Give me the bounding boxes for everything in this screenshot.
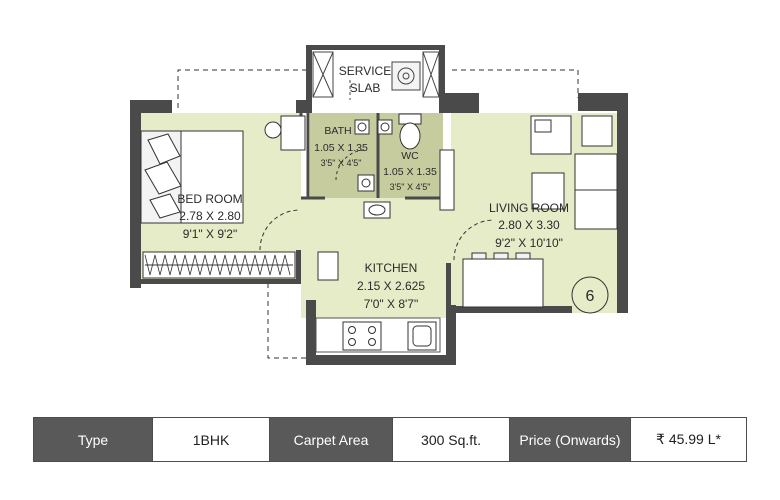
bedroom-imperial: 9'1" X 9'2" [183, 227, 237, 241]
type-label: Type [34, 418, 152, 461]
bedroom-furniture [140, 115, 306, 279]
bath-metric: 1.05 X 1.35 [314, 142, 368, 154]
kitchen-name: KITCHEN [365, 261, 418, 275]
bedroom-metric: 2.78 X 2.80 [179, 209, 241, 223]
kitchen-fixtures [317, 251, 437, 351]
service-slab-name-1: SERVICE [339, 64, 391, 78]
balcony-outlines [177, 69, 579, 359]
price-value: ₹ 45.99 L* [630, 418, 746, 461]
unit-info-bar: Type 1BHK Carpet Area 300 Sq.ft. Price (… [33, 417, 747, 462]
carpet-area-label: Carpet Area [270, 418, 392, 461]
carpet-area-value: 300 Sq.ft. [392, 418, 510, 461]
living-imperial: 9'2" X 10'10" [495, 236, 563, 250]
wc-imperial: 3'5" X 4'5" [390, 182, 431, 192]
bath-imperial: 3'5" X 4'5" [321, 158, 362, 168]
walls [130, 45, 628, 365]
floor-plan: SERVICE SLAB BATH 1.05 X 1.35 3'5" X 4'5… [130, 45, 628, 365]
unit-number: 6 [586, 288, 595, 305]
bath-fixtures [335, 113, 455, 219]
living-metric: 2.80 X 3.30 [498, 218, 560, 232]
price-label: Price (Onwards) [510, 418, 630, 461]
service-slab-name-2: SLAB [350, 81, 381, 95]
bedroom-name: BED ROOM [177, 192, 242, 206]
room-labels: SERVICE SLAB BATH 1.05 X 1.35 3'5" X 4'5… [177, 64, 594, 311]
type-value: 1BHK [152, 418, 270, 461]
living-furniture [453, 115, 618, 314]
kitchen-imperial: 7'0" X 8'7" [364, 297, 418, 311]
living-name: LIVING ROOM [489, 201, 569, 215]
bath-name: BATH [324, 125, 351, 137]
wc-metric: 1.05 X 1.35 [383, 166, 437, 178]
service-slab-fixtures [312, 51, 440, 100]
wc-name: WC [401, 150, 419, 162]
kitchen-metric: 2.15 X 2.625 [357, 279, 425, 293]
